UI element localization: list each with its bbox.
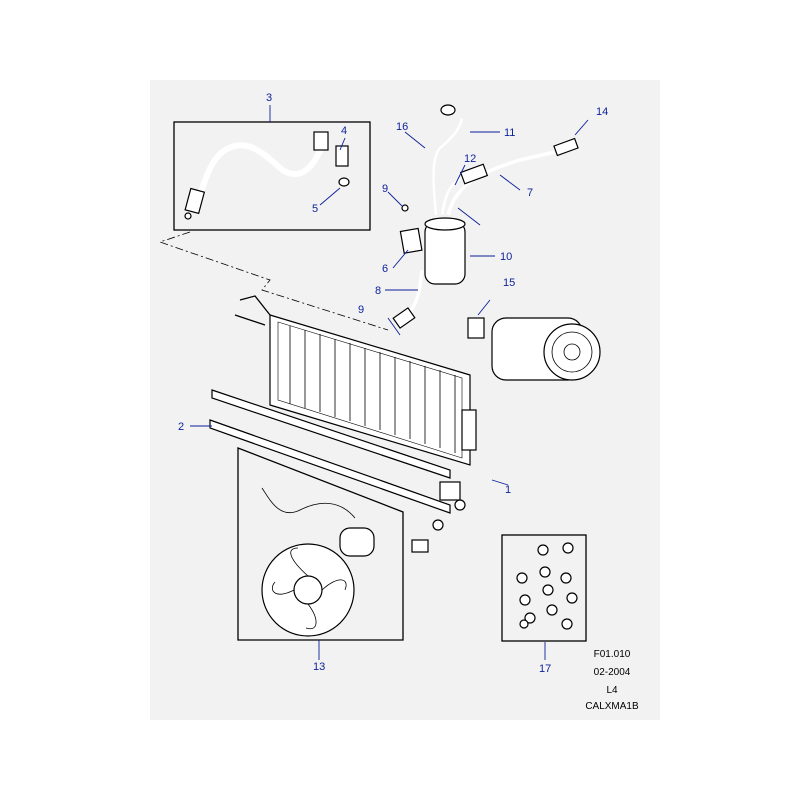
catalog-code: CALXMA1B [585,701,639,712]
callout-1: 1 [505,484,511,496]
hose-assembly-3 [184,131,350,220]
bracket-15 [467,317,485,339]
level-code: L4 [606,685,618,696]
callout-7: 7 [527,187,533,199]
valve-4 [335,145,349,167]
pipework [392,104,579,329]
callout-11: 11 [504,127,515,139]
cooling-fan-13 [261,487,375,637]
callout-8: 8 [375,285,381,297]
figure-number: F01.010 [593,649,631,660]
fixing-kit-17 [516,542,578,630]
revision-date: 02-2004 [593,667,631,678]
bracket-6 [399,227,423,254]
inset-box-fan [237,447,404,641]
callout-5: 5 [312,203,318,215]
callout-12: 12 [464,153,476,165]
mounting-brackets-2 [209,389,466,553]
callout-3: 3 [266,92,272,104]
callout-10: 10 [500,251,512,263]
callout-15: 15 [503,277,515,289]
o-ring-5 [338,177,350,187]
callout-leaders [190,105,589,660]
callout-9-lower: 9 [358,304,364,316]
inset-box-hose [173,121,371,231]
inset-box-fixings [501,534,587,642]
condenser-1 [234,295,477,466]
callout-4: 4 [341,125,347,137]
callout-14: 14 [596,106,608,118]
compressor-15 [467,317,601,381]
receiver-drier-10 [399,204,466,285]
callout-6: 6 [382,263,388,275]
callout-16: 16 [396,121,408,133]
callout-13: 13 [313,661,325,673]
callout-9-upper: 9 [382,183,388,195]
callout-17: 17 [539,663,551,675]
callout-2: 2 [178,421,184,433]
